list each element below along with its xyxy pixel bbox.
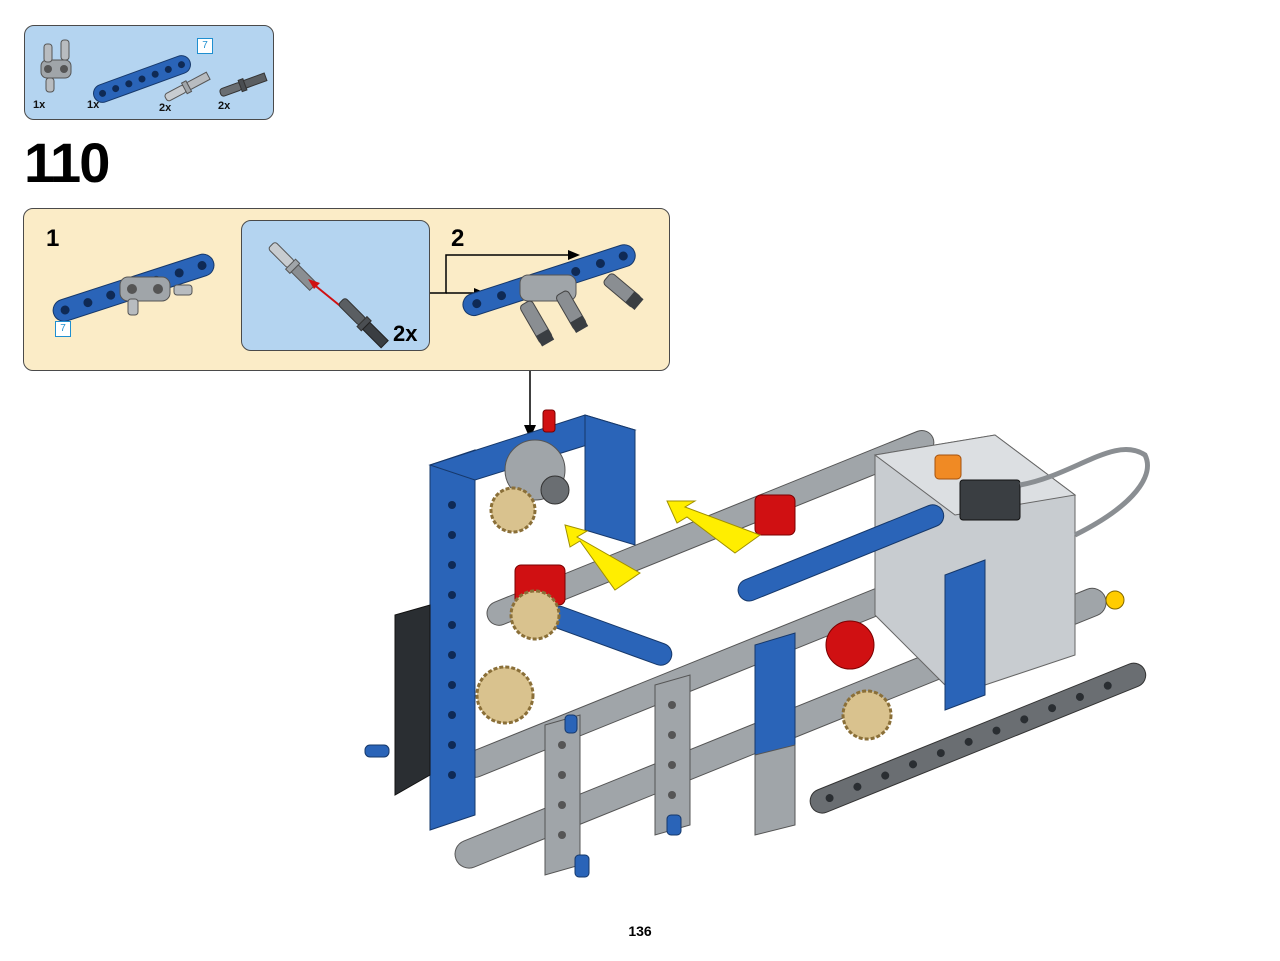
pin-assembly-drawing xyxy=(268,242,389,349)
axle-pin-dark-grey-icon xyxy=(219,72,268,97)
substep-1-model xyxy=(52,253,215,322)
parts-qty-2: 1x xyxy=(87,99,100,111)
pin-assembly-callout: 2x xyxy=(241,220,430,351)
callout-multiplier: 2x xyxy=(393,321,418,346)
attach-arrow xyxy=(524,371,536,439)
axle-pin-light-grey-icon xyxy=(164,71,211,102)
substep-1-length-badge: 7 xyxy=(55,321,71,337)
substep-2-model xyxy=(462,244,644,347)
substep-number-1: 1 xyxy=(46,225,60,252)
main-model xyxy=(364,409,1150,878)
parts-qty-3: 2x xyxy=(159,102,172,114)
parts-list-box: 1x 1x 7 2x 2x xyxy=(24,25,274,120)
double-pin-connector-icon xyxy=(40,39,72,93)
blue-beam-7-icon xyxy=(93,55,191,103)
parts-qty-4: 2x xyxy=(218,100,231,112)
parts-qty-1: 1x xyxy=(33,99,46,111)
page-number: 136 xyxy=(628,923,652,939)
substep-number-2: 2 xyxy=(451,225,465,252)
beam-length-badge: 7 xyxy=(197,38,213,54)
step-number: 110 xyxy=(24,131,110,194)
